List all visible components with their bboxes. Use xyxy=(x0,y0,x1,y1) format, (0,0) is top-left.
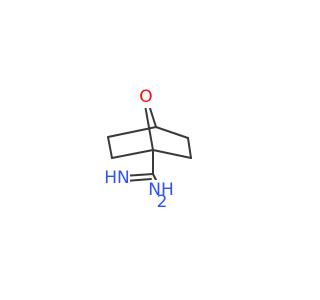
bond-c6-c1 xyxy=(152,149,192,159)
imine-nh-label: HN xyxy=(104,168,130,188)
structure-drawing: O HN NH 2 xyxy=(104,87,192,212)
bond-c4-o xyxy=(148,104,157,128)
bond-c5-c6 xyxy=(187,137,192,159)
bond-c2-c3 xyxy=(107,136,113,159)
bond-c1-o xyxy=(144,104,154,151)
molecule-canvas: O HN NH 2 xyxy=(104,87,192,212)
bond-c1-c2 xyxy=(111,149,154,159)
amine-label-bg xyxy=(150,180,184,202)
bond-c3-c4 xyxy=(107,126,157,138)
imine-label-bg xyxy=(104,168,130,188)
oxygen-atom-label: O xyxy=(139,87,152,107)
amine-nh2-label: NH xyxy=(148,180,174,200)
bond-c4-c5 xyxy=(155,126,189,139)
amine-subscript: 2 xyxy=(157,192,168,212)
oxygen-label-bg xyxy=(135,88,157,108)
